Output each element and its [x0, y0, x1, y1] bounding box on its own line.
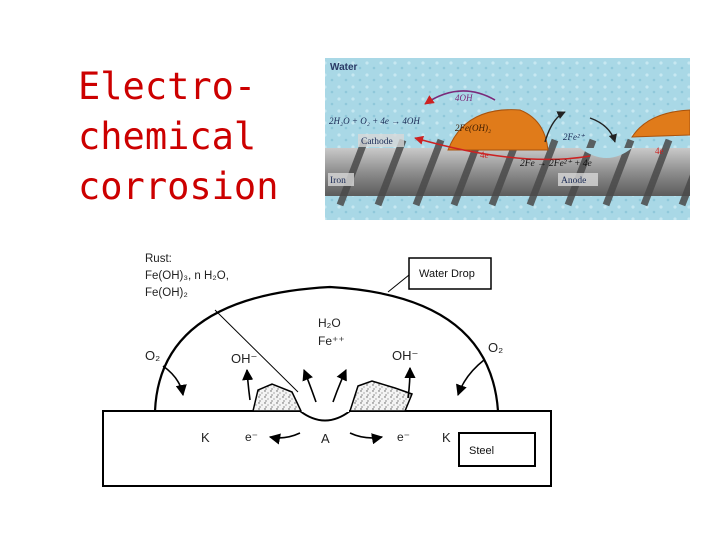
fe-ion-label: Fe⁺⁺ — [318, 334, 345, 348]
cathode-label-bg — [358, 134, 404, 147]
hydroxide-label-right: OH⁻ — [392, 348, 418, 363]
electron-label-left: e⁻ — [245, 430, 258, 444]
rust-pointer-line — [214, 309, 299, 393]
oxygen-label-right: O₂ — [488, 340, 503, 355]
steel-label-box — [458, 432, 536, 467]
title-line-2: chemical — [78, 115, 257, 158]
anode-a-label: A — [321, 431, 330, 446]
water-drop-label: Water Drop — [419, 268, 475, 280]
anode-label: Anode — [561, 176, 586, 186]
h2o-label: H₂O — [318, 316, 341, 330]
rust-formula-1: Fe(OH)₃, n H₂O, — [145, 270, 229, 282]
slide-title: Electro- chemical corrosion — [78, 62, 298, 212]
corrosion-illustration: Water 4OH 2H₂O + O₂ + 4e → 4OH 2Fe(OH)₂ … — [325, 58, 690, 220]
water-drop-diagram: Rust: Fe(OH)₃, n H₂O, Fe(OH)₂ Water Drop… — [102, 253, 552, 487]
cathode-reaction: 2H₂O + O₂ + 4e → 4OH — [329, 116, 420, 126]
rust-deposit-right — [348, 380, 413, 412]
iron-ion-arrow-up — [544, 111, 566, 143]
rust-deposit-left — [447, 109, 549, 151]
hydroxide-label: 4OH — [455, 93, 473, 103]
fe-ion-arrow-right — [332, 368, 347, 403]
electron-arrow-left — [268, 432, 301, 445]
hydroxide-arrow-right — [404, 366, 416, 399]
electron-arrow-right — [349, 432, 384, 445]
rust-deposit-left — [252, 383, 303, 412]
anode-pit — [580, 148, 632, 158]
water-drop-pointer — [387, 274, 410, 293]
anode-reaction: 2Fe → 2Fe²⁺ + 4e — [520, 159, 592, 169]
oxygen-label-left: O₂ — [145, 348, 160, 363]
hydroxide-product-label: 2Fe(OH)₂ — [455, 123, 491, 133]
water-drop-label-box — [408, 257, 492, 290]
hydroxide-label-left: OH⁻ — [231, 351, 257, 366]
hydroxide-arrow-left — [242, 368, 254, 401]
electron-label-right: e⁻ — [397, 430, 410, 444]
steel-label: Steel — [469, 445, 494, 457]
title-line-1: Electro- — [78, 65, 257, 108]
rust-label: Rust: — [145, 253, 172, 265]
oxygen-arrow-left — [162, 365, 187, 397]
iron-label-bg — [328, 173, 354, 186]
anode-pit-line — [299, 410, 351, 422]
pit-gap — [301, 409, 349, 412]
water-drop-outline — [153, 285, 500, 412]
cathode-k-right: K — [442, 430, 451, 445]
iron-ion-arrow-down — [589, 117, 617, 143]
iron-label: Iron — [330, 176, 346, 186]
electron-label-right: 4e — [655, 146, 664, 156]
rust-deposit-right — [631, 109, 690, 138]
fe-ion-arrow-left — [302, 368, 317, 403]
electron-label-left: 4e — [480, 150, 489, 160]
cathode-label: Cathode — [361, 137, 393, 147]
anode-label-bg — [558, 173, 598, 186]
water-label: Water — [330, 62, 358, 73]
title-line-3: corrosion — [78, 165, 279, 208]
cathode-k-left: K — [201, 430, 210, 445]
iron-ion-label: 2Fe²⁺ — [563, 132, 586, 142]
rust-formula-2: Fe(OH)₂ — [145, 287, 188, 299]
hydroxide-arrow — [424, 90, 496, 105]
oxygen-arrow-right — [456, 359, 485, 397]
electron-flow-arrow — [414, 135, 591, 161]
